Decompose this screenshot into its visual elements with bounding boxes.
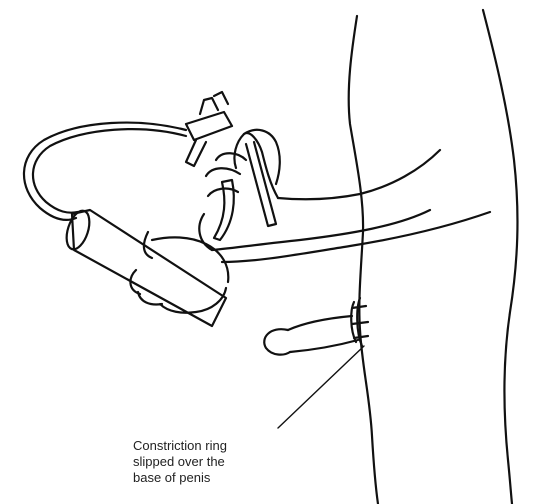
forearm-upper (212, 210, 430, 250)
tubing-inner (33, 129, 186, 213)
pump-barrel (186, 140, 206, 166)
penis-shaft (288, 316, 358, 352)
torso-outline (349, 16, 378, 504)
back-outline (483, 10, 517, 504)
pump-head (186, 112, 232, 140)
vacuum-cylinder (72, 210, 226, 326)
cylinder-end-cap (62, 208, 93, 252)
tubing (24, 123, 186, 220)
penis-glans (264, 329, 290, 354)
left-hand (130, 232, 226, 313)
caption-line-1: Constriction ring (133, 438, 353, 454)
caption-line-3: base of penis (133, 470, 353, 486)
leader-line (278, 346, 364, 428)
caption-line-2: slipped over the (133, 454, 353, 470)
hand-top (234, 133, 278, 198)
forearm-lower (222, 212, 490, 262)
pump-knob (200, 92, 228, 114)
caption: Constriction ring slipped over the base … (133, 438, 353, 486)
